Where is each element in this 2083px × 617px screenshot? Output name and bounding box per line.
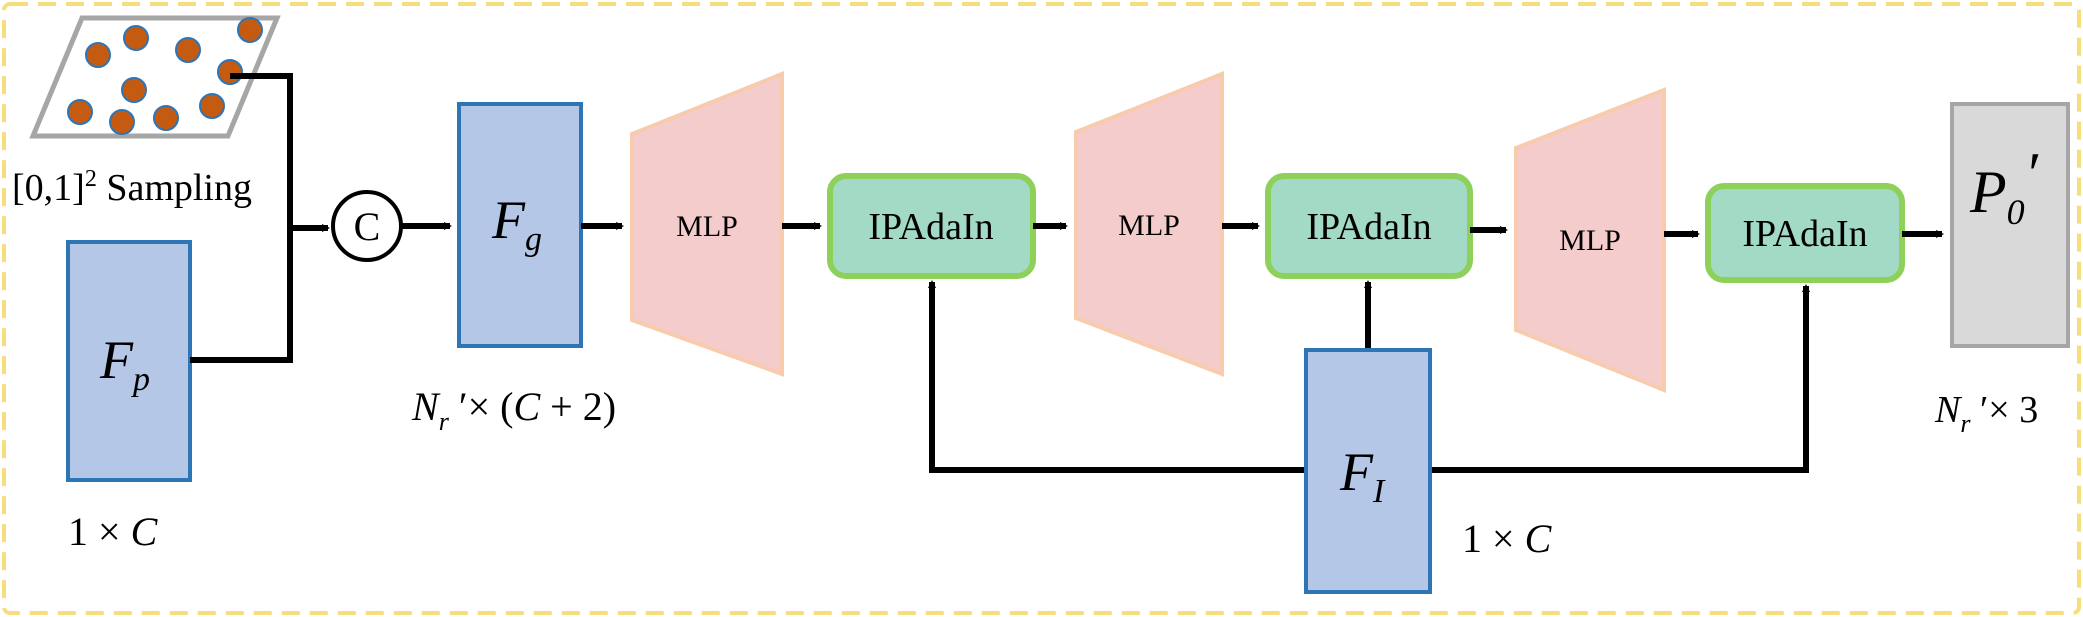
output-block (1950, 102, 2070, 348)
sampling-label: [0,1]2 Sampling (12, 166, 252, 209)
concat-circle (331, 190, 403, 262)
sample-point (67, 99, 93, 125)
ipadain-label-3: IPAdaIn (1742, 213, 1867, 255)
sample-point (237, 17, 263, 43)
fg-block (457, 102, 583, 348)
fp-connector (190, 228, 293, 363)
sampling-plane (29, 15, 281, 139)
mlp-label-2: MLP (1118, 209, 1180, 242)
mlp-label-1: MLP (676, 210, 738, 243)
fp-dimension: 1 × C (68, 509, 159, 554)
sample-point (121, 77, 147, 103)
sample-point (217, 59, 243, 85)
mlp-block-1 (630, 71, 784, 377)
ipadain-label-2: IPAdaIn (1306, 206, 1431, 248)
sample-point (109, 109, 135, 135)
fp-symbol: Fp (99, 330, 150, 398)
sample-points (67, 17, 263, 135)
fi-dimension: 1 × C (1462, 516, 1553, 561)
sample-point (153, 105, 179, 131)
sampling-connector (230, 73, 293, 228)
fg-symbol: Fg (491, 190, 542, 258)
sample-point (199, 93, 225, 119)
fg-dimension: Nr ′× (C + 2) (411, 384, 616, 436)
ipadain-label-1: IPAdaIn (868, 206, 993, 248)
fi-to-ipadain-3-line (1430, 284, 1810, 473)
sample-point (85, 42, 111, 68)
fi-block (1304, 348, 1432, 594)
sample-point (175, 37, 201, 63)
output-symbol: P0′ (1969, 141, 2039, 232)
output-dimension: Nr ′× 3 (1934, 389, 2038, 438)
mlp-block-3 (1514, 87, 1666, 393)
sample-point (123, 25, 149, 51)
fi-to-ipadain-1-line (928, 280, 1306, 473)
fi-symbol: FI (1339, 442, 1386, 510)
mlp-block-2 (1074, 71, 1224, 377)
ipadain-block-2 (1265, 173, 1473, 279)
mlp-label-3: MLP (1559, 224, 1621, 257)
concat-symbol: C (354, 204, 381, 249)
fp-block (66, 240, 192, 482)
